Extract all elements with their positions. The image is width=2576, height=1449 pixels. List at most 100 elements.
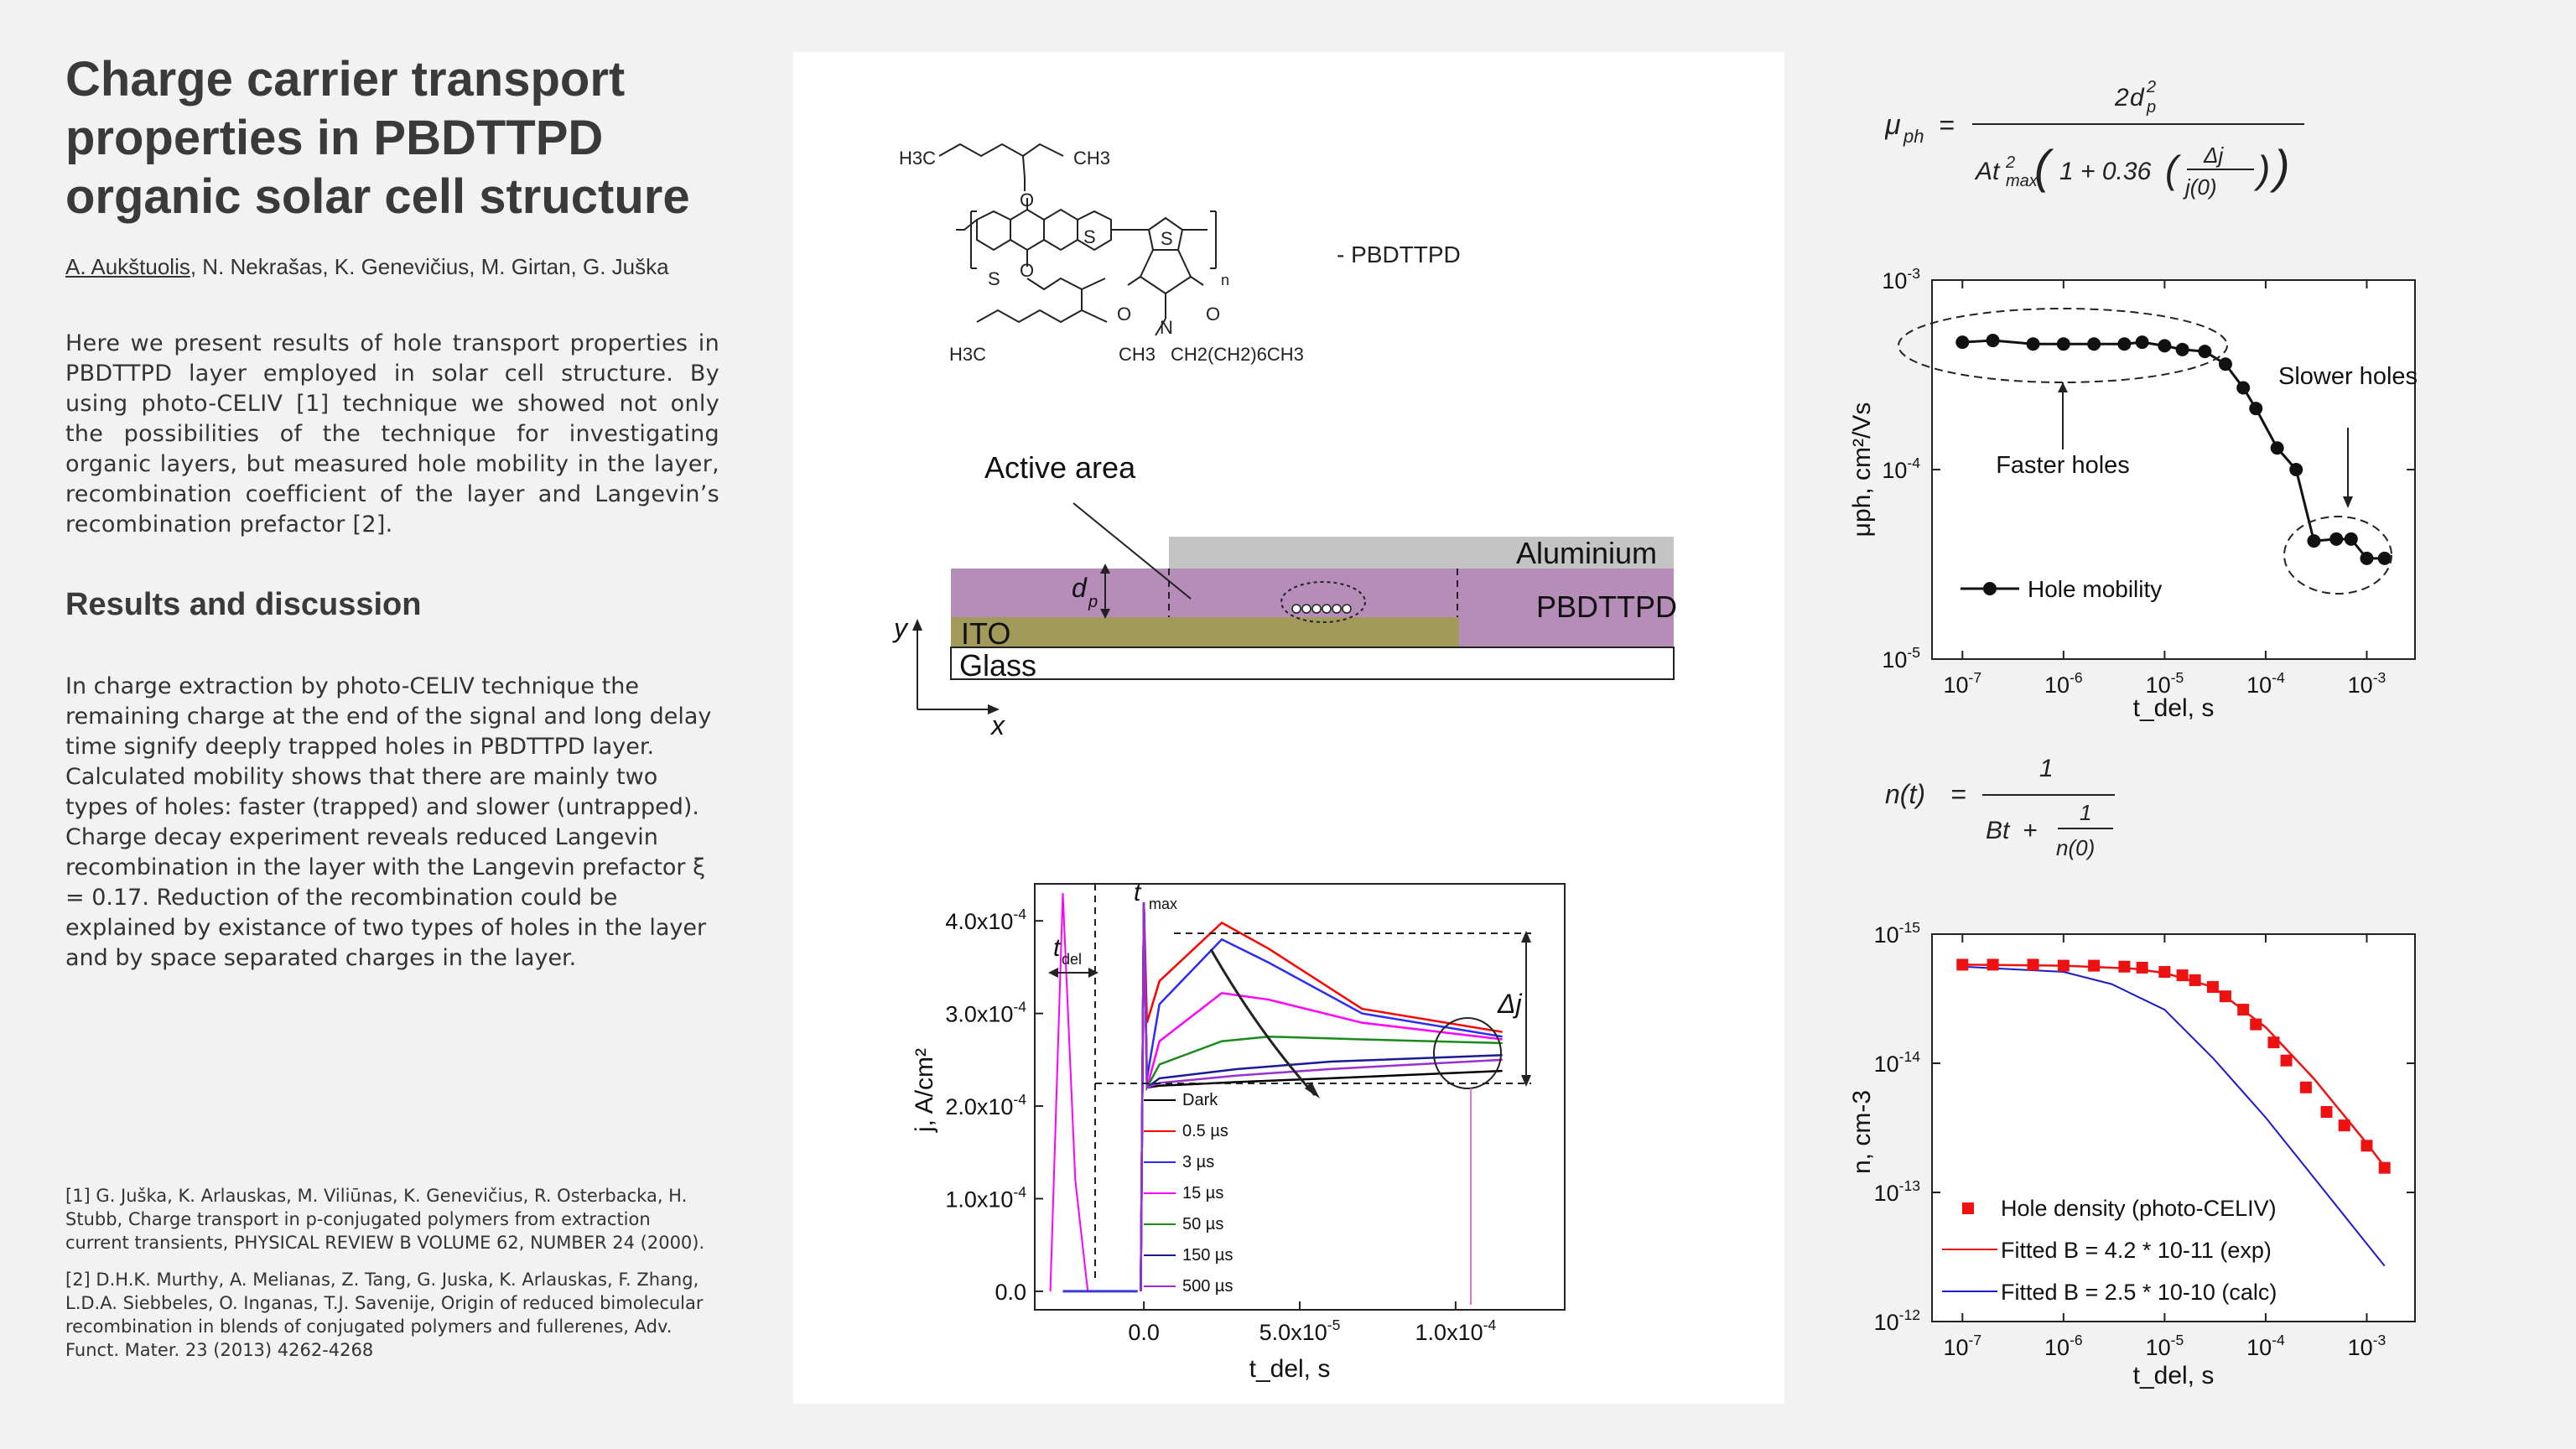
chart2-mobility-point bbox=[2236, 381, 2251, 395]
chart1-y-tick-label: 2.0x10-4 bbox=[945, 1091, 1026, 1119]
chart2-series-layer bbox=[1955, 334, 2392, 565]
active-area-label: Active area bbox=[984, 450, 1136, 485]
abstract-paragraph: Here we present results of hole transpor… bbox=[65, 330, 719, 538]
svg-text:2: 2 bbox=[2005, 153, 2015, 172]
chart2-x-tick-label: 10-3 bbox=[2348, 669, 2386, 698]
chart2-mobility-point bbox=[1955, 335, 1970, 350]
chart2-mobility-point bbox=[2175, 342, 2189, 356]
chart1-y-tick-label: 1.0x10-4 bbox=[945, 1183, 1026, 1212]
mol-label-n-subscript: n bbox=[1221, 272, 1229, 288]
mol-label-h3c-bottom: H3C bbox=[949, 344, 986, 365]
faster-holes-ellipse bbox=[1898, 308, 2228, 383]
chart3-density-point bbox=[2338, 1119, 2350, 1132]
chart3-density-point bbox=[2360, 1140, 2373, 1152]
svg-text:=: = bbox=[1939, 110, 1955, 140]
chart3-density-point bbox=[2088, 959, 2101, 972]
aluminium-label: Aluminium bbox=[1516, 536, 1657, 570]
chart2-mobility-point bbox=[2218, 357, 2232, 371]
results-heading: Results and discussion bbox=[65, 587, 422, 622]
left-column: Charge carrier transport properties in P… bbox=[65, 50, 719, 974]
chart2-y-tick-label: 10-3 bbox=[1882, 265, 1920, 293]
chart1-x-tick-label: 5.0x10-5 bbox=[1259, 1317, 1341, 1345]
mol-label-s-left: S bbox=[988, 268, 1000, 289]
svg-text:max: max bbox=[2006, 172, 2038, 190]
chart1-x-title: t_del, s bbox=[1249, 1355, 1331, 1383]
x-axis-label: x bbox=[989, 710, 1005, 740]
tmax-subscript: max bbox=[1149, 896, 1177, 912]
svg-text:1: 1 bbox=[2039, 755, 2054, 782]
dp-subscript: p bbox=[1088, 593, 1098, 611]
chart2-mobility-point bbox=[2026, 337, 2040, 351]
chart3-x-title: t_del, s bbox=[2133, 1362, 2215, 1389]
chart3-y-title: n, cm-3 bbox=[1848, 1090, 1876, 1174]
chart3-density-point bbox=[2206, 980, 2219, 993]
svg-text:+: + bbox=[2023, 817, 2038, 844]
tdel-label: t bbox=[1053, 934, 1062, 962]
chart1-legend-label: 50 µs bbox=[1182, 1215, 1223, 1233]
chart2-mobility-point bbox=[2360, 551, 2374, 565]
chart1-legend-label: Dark bbox=[1182, 1091, 1218, 1109]
chart2-x-tick-label: 10-5 bbox=[2146, 669, 2184, 698]
chart2-mobility-point bbox=[2289, 463, 2303, 476]
chart3-density-point bbox=[2299, 1081, 2312, 1093]
chart3-y-tick-label: 10-15 bbox=[1874, 919, 1921, 948]
svg-text:Bt: Bt bbox=[1986, 817, 2011, 844]
mol-label-o-right: O bbox=[1206, 304, 1220, 325]
dp-label: d bbox=[1072, 573, 1088, 603]
chart2-mobility-point bbox=[2056, 337, 2070, 351]
svg-text:n(t): n(t) bbox=[1885, 779, 1925, 809]
svg-text:): ) bbox=[2269, 140, 2290, 193]
mobility-equation: μ ph = 2 d p 2 At 2 max ( 1 + 0.36 ( Δj … bbox=[1884, 78, 2355, 215]
device-schematic bbox=[912, 502, 1675, 714]
reference-list: [1] G. Juška, K. Arlauskas, M. Viliūnas,… bbox=[65, 1184, 711, 1375]
chart1-y-tick-label: 4.0x10-4 bbox=[945, 906, 1026, 934]
chart1-legend-label: 0.5 µs bbox=[1182, 1122, 1228, 1140]
chart3-density-point bbox=[2158, 966, 2171, 979]
chart3-legend-label-1: Fitted B = 4.2 * 10-11 (exp) bbox=[2001, 1238, 2272, 1263]
ito-label: ITO bbox=[961, 616, 1010, 651]
svg-text:2: 2 bbox=[2146, 80, 2156, 96]
chart1-legend-label: 150 µs bbox=[1182, 1246, 1233, 1265]
svg-text:n(0): n(0) bbox=[2056, 835, 2095, 860]
svg-text:2: 2 bbox=[2114, 84, 2129, 112]
chart1-x-tick-label: 1.0x10-4 bbox=[1415, 1317, 1497, 1345]
chart2-legend-label: Hole mobility bbox=[2028, 576, 2162, 602]
mol-label-o-left: O bbox=[1117, 304, 1131, 325]
molecule-name: - PBDTTPD bbox=[1337, 242, 1461, 267]
chart2-x-title: t_del, s bbox=[2133, 694, 2215, 722]
chart3-x-tick-label: 10-6 bbox=[2044, 1332, 2083, 1360]
chart3-density-point bbox=[2378, 1161, 2391, 1174]
chart1-legend-label: 500 µs bbox=[1182, 1277, 1233, 1296]
author-list: A. Aukštuolis, N. Nekrašas, K. Genevičiu… bbox=[65, 253, 719, 280]
chart3-density-point bbox=[2176, 969, 2189, 982]
trend-arrow bbox=[1209, 948, 1317, 1097]
chart3-density-point bbox=[2027, 958, 2039, 971]
delta-j-label: Δj bbox=[1497, 989, 1522, 1019]
chart3-density-point bbox=[2057, 959, 2070, 972]
chart3-calc-fit-line bbox=[1962, 965, 2386, 1267]
svg-text:(: ( bbox=[2034, 140, 2054, 193]
slower-holes-label: Slower holes bbox=[2278, 363, 2418, 390]
chart2-y-tick-label: 10-4 bbox=[1882, 454, 1920, 483]
reference-2: [2] D.H.K. Murthy, A. Melianas, Z. Tang,… bbox=[65, 1270, 704, 1360]
chart2-mobility-point bbox=[2117, 337, 2132, 351]
chart1-legend-label: 3 µs bbox=[1182, 1153, 1214, 1171]
svg-text:At: At bbox=[1974, 158, 2001, 185]
mol-label-h3c-top: H3C bbox=[899, 148, 936, 169]
chart3-density-point bbox=[2189, 974, 2201, 986]
chart2-mobility-point bbox=[2198, 345, 2212, 359]
chart1-y-tick-label: 0.0 bbox=[995, 1280, 1026, 1305]
mol-label-o-bottom: O bbox=[1020, 260, 1034, 281]
chart1-y-title: j, A/cm² bbox=[911, 1048, 938, 1133]
chart3-density-point bbox=[2237, 1004, 2250, 1016]
chart3-density-point bbox=[2320, 1106, 2333, 1119]
y-axis-label: y bbox=[892, 613, 909, 643]
tdel-subscript: del bbox=[1062, 951, 1082, 968]
chart3-x-tick-label: 10-4 bbox=[2246, 1332, 2285, 1360]
svg-text:j(0): j(0) bbox=[2183, 174, 2217, 200]
